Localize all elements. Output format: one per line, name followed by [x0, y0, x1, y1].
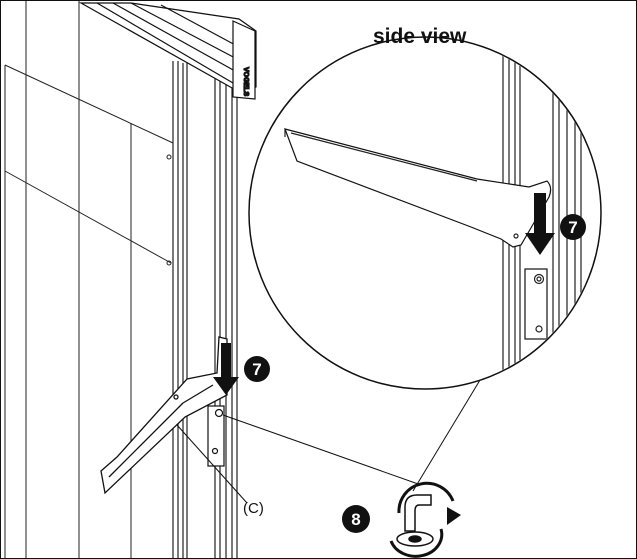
step-badge-7-main: 7 — [244, 356, 270, 382]
svg-text:8: 8 — [351, 510, 360, 529]
svg-text:7: 7 — [568, 218, 577, 237]
arrow-down-icon — [213, 343, 239, 395]
mount-head: VOGELS — [78, 2, 257, 100]
step-badge-7-inset: 7 — [560, 214, 586, 240]
arrow-down-icon — [525, 193, 555, 255]
brand-logo: VOGELS — [242, 67, 249, 97]
mounting-plate — [207, 405, 225, 467]
bolt-icon — [396, 494, 434, 547]
step-badge-8: 8 — [342, 505, 370, 533]
part-label: (C) — [243, 500, 264, 517]
inset-title: side view — [373, 25, 467, 48]
side-view-inset — [248, 36, 602, 390]
wall-panels — [4, 1, 174, 558]
svg-text:7: 7 — [252, 360, 261, 379]
rotate-clockwise-icon — [389, 481, 461, 558]
upright-rail — [172, 19, 238, 558]
part-label-leader — [176, 424, 248, 504]
arm-bracket-c — [100, 336, 228, 495]
